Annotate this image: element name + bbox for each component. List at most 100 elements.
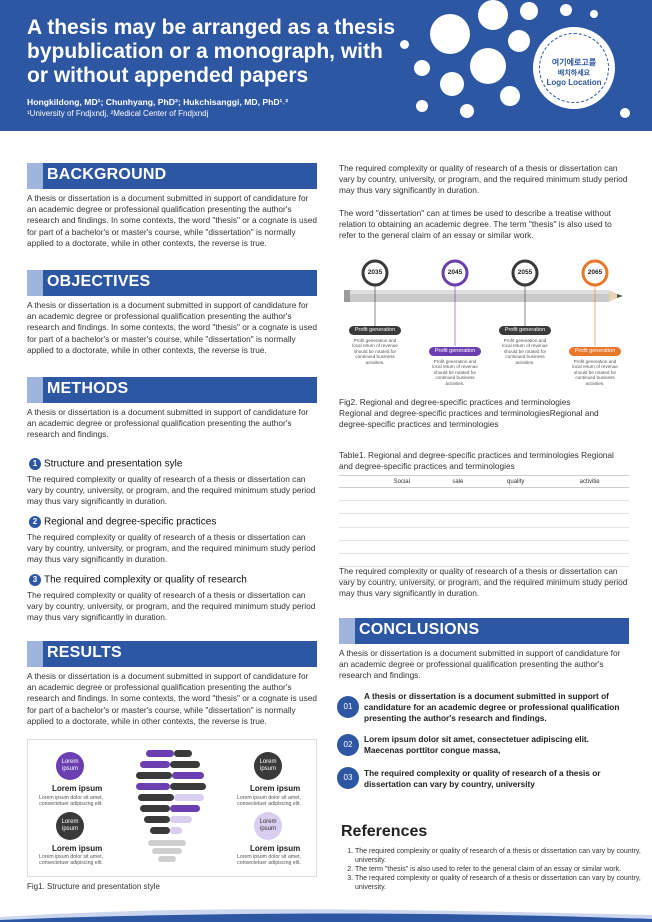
table-row bbox=[339, 553, 629, 568]
timeline-label: Profit generation bbox=[504, 327, 546, 333]
affiliations: ¹University of Fndjxndj, ²Medical Center… bbox=[27, 109, 209, 118]
fig2-text: Regional and degree-specific practices a… bbox=[339, 408, 599, 430]
table-row bbox=[339, 540, 629, 554]
table-cell bbox=[481, 500, 551, 515]
fig1-circle: Lorem ipsum bbox=[254, 752, 282, 780]
heading-tab bbox=[27, 163, 43, 189]
timeline-label: Profit generation bbox=[574, 348, 616, 354]
objectives-heading: OBJECTIVES bbox=[47, 273, 151, 290]
conclusions-text: A thesis or dissertation is a document s… bbox=[339, 648, 621, 681]
methods-heading-bar: METHODS bbox=[27, 377, 317, 403]
table1-caption: Table1. Regional and degree-specific pra… bbox=[339, 450, 614, 472]
decor-bubble bbox=[478, 0, 508, 30]
table-cell bbox=[434, 540, 482, 554]
decor-bubble bbox=[440, 72, 464, 96]
table-header-row: Social sale quality activitie bbox=[339, 475, 629, 488]
table-1: Social sale quality activitie bbox=[339, 475, 629, 581]
decor-bubble bbox=[430, 14, 470, 54]
decor-bubble bbox=[508, 30, 530, 52]
background-text: A thesis or dissertation is a document s… bbox=[27, 193, 317, 248]
fig1-item-title: Lorem ipsum bbox=[250, 784, 301, 793]
timeline-label: Profit generation bbox=[434, 348, 476, 354]
table-cell bbox=[550, 513, 629, 528]
table-header-cell: quality bbox=[481, 475, 551, 488]
conclusion-number: 02 bbox=[337, 734, 359, 756]
table-cell bbox=[369, 540, 435, 554]
conclusion-text: Lorem ipsum dolor sit amet, consectetuer… bbox=[364, 734, 589, 756]
decor-bubble bbox=[590, 10, 598, 18]
fig1-item-title: Lorem ipsum bbox=[250, 844, 301, 853]
table-header-cell: activitie bbox=[550, 475, 629, 488]
table-cell bbox=[369, 487, 435, 502]
reference-item: The required complexity or quality of re… bbox=[355, 847, 645, 865]
results-heading-bar: RESULTS bbox=[27, 641, 317, 667]
conclusion-text: The required complexity or quality of re… bbox=[364, 768, 601, 790]
table-cell bbox=[339, 540, 369, 554]
decor-bubble bbox=[414, 60, 430, 76]
fig1-circle: Lorem ipsum bbox=[56, 812, 84, 840]
table-cell bbox=[481, 487, 551, 502]
table-cell bbox=[550, 487, 629, 502]
table-row bbox=[339, 500, 629, 515]
timeline-figure: 2035 2045 2055 2065 Profit generation Pr… bbox=[339, 258, 629, 398]
right-paragraph-3: The required complexity or quality of re… bbox=[339, 566, 628, 599]
fig1-circle: Lorem ipsum bbox=[254, 812, 282, 840]
fig2-caption: Fig2. Regional and degree-specific pract… bbox=[339, 397, 571, 407]
table-cell bbox=[434, 527, 482, 541]
bottom-wave bbox=[0, 909, 652, 922]
table-cell bbox=[339, 487, 369, 502]
table-cell bbox=[339, 527, 369, 541]
fig1-item-title: Lorem ipsum bbox=[52, 844, 103, 853]
number-badge: 1 bbox=[29, 458, 41, 470]
table-cell bbox=[550, 566, 629, 581]
objectives-heading-bar: OBJECTIVES bbox=[27, 270, 317, 296]
table-cell bbox=[434, 500, 482, 515]
number-badge: 2 bbox=[29, 516, 41, 528]
fig1-item-title: Lorem ipsum bbox=[52, 784, 103, 793]
heading-tab bbox=[27, 270, 43, 296]
heading-tab bbox=[27, 641, 43, 667]
timeline-desc: Profit generation and local return of re… bbox=[502, 338, 548, 365]
table-cell bbox=[369, 500, 435, 515]
methods-heading: METHODS bbox=[47, 380, 129, 397]
reference-item: The term "thesis" is also used to refer … bbox=[355, 865, 645, 874]
table-cell bbox=[339, 513, 369, 528]
data-table: Social sale quality activitie bbox=[339, 475, 629, 581]
table-header-cell: sale bbox=[434, 475, 482, 488]
table-cell bbox=[481, 527, 551, 541]
decor-bubble bbox=[470, 48, 506, 84]
table-cell bbox=[481, 540, 551, 554]
table-cell bbox=[339, 566, 369, 581]
timeline-desc: Profit generation and local return of re… bbox=[352, 338, 398, 365]
right-paragraph-2: The word "dissertation" can at times be … bbox=[339, 208, 612, 241]
conclusion-text: A thesis or dissertation is a document s… bbox=[364, 691, 620, 724]
background-heading-bar: BACKGROUND bbox=[27, 163, 317, 189]
table-cell bbox=[434, 553, 482, 568]
authors: Hongkildong, MD¹; Chunhyang, PhD²; Hukch… bbox=[27, 97, 289, 107]
references-list: The required complexity or quality of re… bbox=[341, 847, 645, 892]
table-row bbox=[339, 513, 629, 528]
conclusions-heading: CONCLUSIONS bbox=[359, 621, 480, 638]
decor-bubble bbox=[500, 86, 520, 106]
table-row bbox=[339, 527, 629, 541]
method-item-text: The required complexity or quality of re… bbox=[27, 474, 316, 507]
logo-line2: 배치하세요 bbox=[557, 70, 591, 77]
table-cell bbox=[369, 553, 435, 568]
table-cell bbox=[550, 553, 629, 568]
logo-ring bbox=[539, 33, 609, 103]
decor-bubble bbox=[416, 100, 428, 112]
results-heading: RESULTS bbox=[47, 644, 122, 661]
timeline-year: 2045 bbox=[447, 269, 463, 276]
timeline-year: 2055 bbox=[517, 269, 533, 276]
fig1-item-desc: Lorem ipsum dolor sit amet, consectetuer… bbox=[38, 854, 103, 867]
logo-seal: 여기에로고를 배치하세요 Logo Location bbox=[531, 25, 617, 111]
table-cell bbox=[339, 500, 369, 515]
table-cell bbox=[434, 487, 482, 502]
heading-tab bbox=[339, 618, 355, 644]
poster-header: A thesis may be arranged as a thesis byp… bbox=[0, 0, 652, 131]
lightbulb-graphic bbox=[136, 750, 206, 862]
timeline-label: Profit generation bbox=[354, 327, 396, 333]
table-body bbox=[339, 487, 629, 581]
